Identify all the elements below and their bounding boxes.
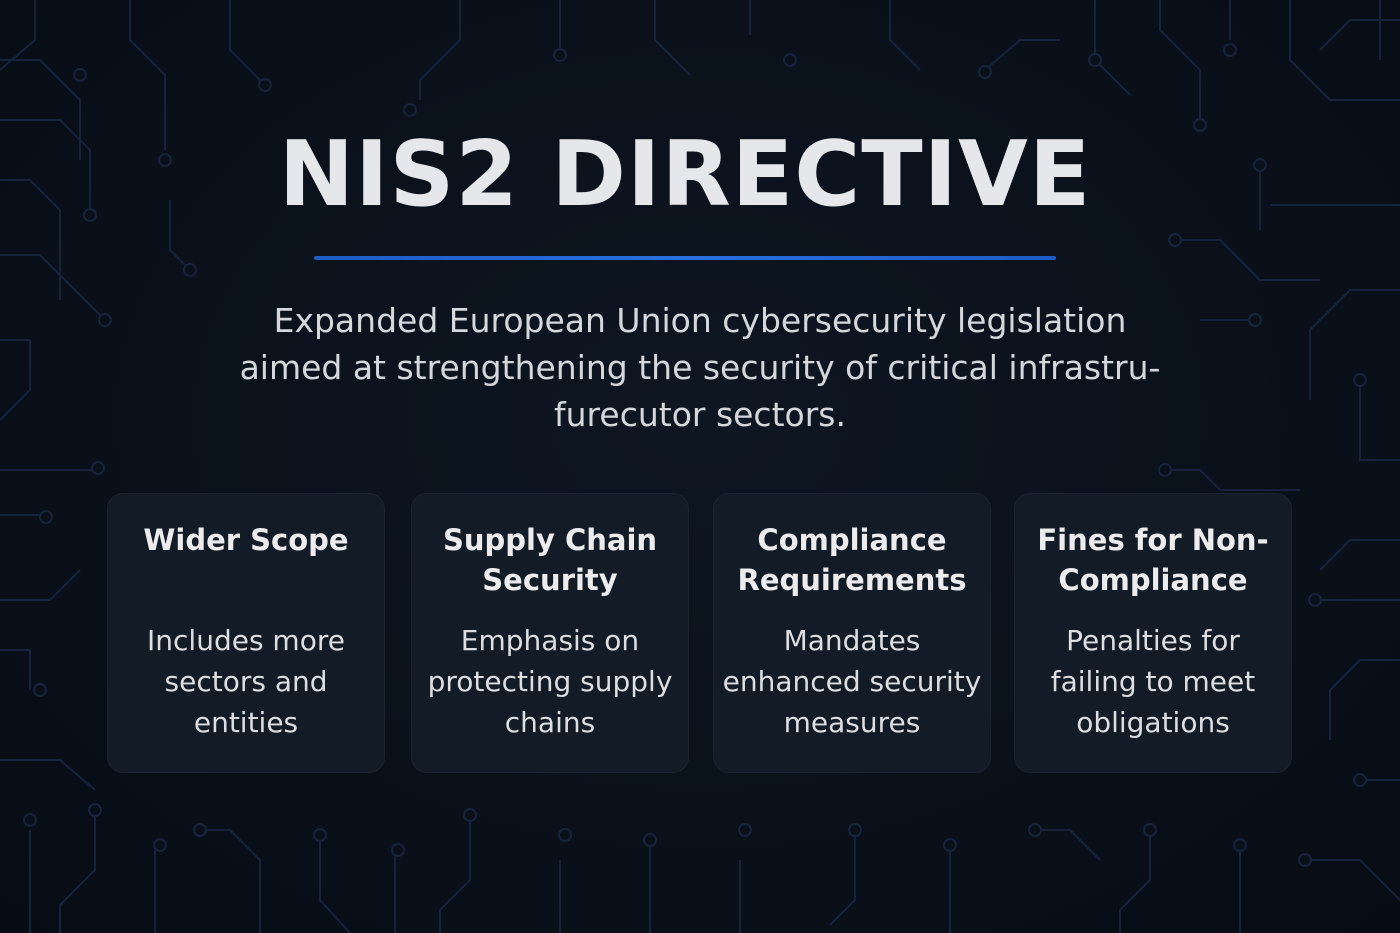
card-description: Emphasis on protecting supply chains bbox=[427, 624, 673, 739]
card-wider-scope: Wider Scope Includes more sectors and en… bbox=[107, 493, 385, 773]
card-fines-for-non-compliance: Fines for Non-Compliance Penalties for f… bbox=[1014, 493, 1292, 773]
card-description: Penalties for failing to meet obligation… bbox=[1050, 624, 1256, 739]
subtitle-description: Expanded European Union cybersecurity le… bbox=[239, 301, 1161, 434]
card-compliance-requirements: Compliance Requirements Mandates enhance… bbox=[713, 493, 991, 773]
card-title: Wider Scope bbox=[143, 523, 349, 557]
card-title: Compliance Requirements bbox=[737, 523, 967, 597]
card-title: Fines for Non-Compliance bbox=[1037, 523, 1269, 597]
card-supply-chain-security: Supply Chain Security Emphasis on protec… bbox=[411, 493, 689, 773]
card-description: Includes more sectors and entities bbox=[147, 624, 345, 739]
card-description: Mandates enhanced security measures bbox=[722, 624, 982, 739]
page-title: NIS2 DIRECTIVE bbox=[278, 122, 1092, 227]
card-title: Supply Chain Security bbox=[442, 523, 658, 597]
title-underline-divider bbox=[314, 256, 1056, 260]
feature-cards: Wider Scope Includes more sectors and en… bbox=[107, 493, 1292, 773]
